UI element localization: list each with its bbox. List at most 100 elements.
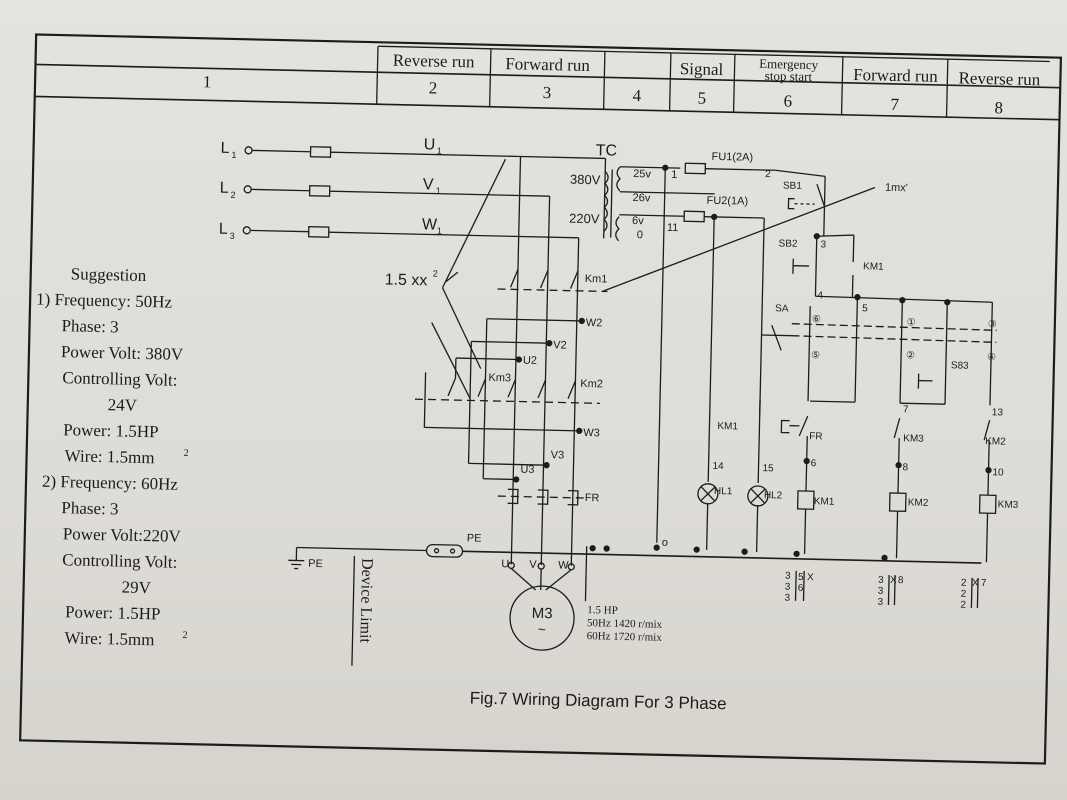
label-25v: 25v bbox=[633, 168, 652, 180]
header-emergency-line2: stop start bbox=[765, 68, 813, 84]
label-node-15: 15 bbox=[762, 463, 774, 474]
suggestion-sup-2: 2 bbox=[182, 630, 187, 641]
label-node-6: 6 bbox=[811, 458, 817, 469]
ref-b-2: 3 bbox=[878, 586, 884, 597]
label-node-10: 10 bbox=[992, 467, 1004, 478]
suggestion-block: Suggestion 1) Frequency: 50Hz Phase: 3 P… bbox=[36, 264, 189, 649]
terminal-w: W bbox=[558, 559, 569, 571]
ref-a-3: 3 bbox=[784, 593, 790, 604]
label-c4: ④ bbox=[987, 352, 996, 363]
label-coil-km3: KM3 bbox=[998, 499, 1019, 510]
label-pe-ground: PE bbox=[308, 558, 323, 570]
coil-km3 bbox=[978, 494, 997, 515]
suggestion-line-10: Power Volt:220V bbox=[63, 524, 182, 546]
label-l3-sub: 3 bbox=[230, 231, 235, 241]
label-km1-aux: KM1 bbox=[717, 421, 738, 432]
label-km1: Km1 bbox=[585, 273, 608, 286]
label-node-11: 11 bbox=[667, 222, 679, 234]
suggestion-line-9: Phase: 3 bbox=[61, 498, 119, 518]
suggestion-line-8: 2) Frequency: 60Hz bbox=[42, 472, 179, 494]
label-0: 0 bbox=[637, 229, 643, 241]
transformer-tc bbox=[603, 166, 715, 242]
ref-a2-1: 5 bbox=[798, 572, 804, 583]
figure-caption: Fig.7 Wiring Diagram For 3 Phase bbox=[470, 688, 727, 713]
coil-km2 bbox=[888, 492, 907, 512]
label-6v: 6v bbox=[632, 215, 644, 227]
suggestion-line-1: 1) Frequency: 50Hz bbox=[36, 290, 173, 312]
label-v1-sub: 1 bbox=[436, 186, 441, 196]
fuse-l3 bbox=[307, 226, 330, 238]
ref-b2: X bbox=[890, 575, 897, 586]
transformer-label: TC bbox=[595, 142, 617, 159]
label-v3: V3 bbox=[551, 449, 565, 461]
motor-power-sup: 2 bbox=[433, 269, 438, 279]
header-number-5: 5 bbox=[697, 89, 706, 108]
label-fu1: FU1(2A) bbox=[711, 151, 753, 164]
label-1mx: 1mx' bbox=[885, 182, 908, 195]
label-o: o bbox=[662, 537, 668, 549]
motor-ac-symbol: ~ bbox=[538, 621, 547, 637]
label-coil-km1: KM1 bbox=[814, 496, 835, 507]
label-node-13: 13 bbox=[992, 407, 1004, 418]
label-km3-aux: KM3 bbox=[903, 433, 924, 444]
label-l2-sub: 2 bbox=[230, 190, 235, 200]
label-fr: FR bbox=[585, 492, 600, 504]
suggestion-line-2: Phase: 3 bbox=[61, 316, 119, 336]
label-c5: ⑤ bbox=[811, 350, 820, 361]
header-forward-run-3: Forward run bbox=[505, 54, 590, 75]
ref-a3: X bbox=[807, 572, 814, 583]
label-w1-sub: 1 bbox=[437, 226, 442, 236]
ref-b-1: 3 bbox=[878, 575, 884, 586]
label-fu2: FU2(1A) bbox=[706, 195, 748, 208]
lamp-hl1 bbox=[697, 483, 719, 505]
label-node-5: 5 bbox=[862, 303, 868, 314]
label-c3: ③ bbox=[988, 319, 997, 330]
header-number-6: 6 bbox=[783, 91, 792, 110]
lamp-hl2 bbox=[747, 485, 769, 507]
label-node-8: 8 bbox=[902, 462, 908, 473]
terminal-u: U bbox=[501, 558, 509, 570]
label-w1: W bbox=[422, 216, 438, 233]
ref-a-2: 3 bbox=[785, 582, 791, 593]
label-u3: U3 bbox=[520, 464, 534, 476]
motor-label: M3 bbox=[532, 605, 553, 622]
ref-b3: 8 bbox=[898, 575, 904, 586]
label-node-4: 4 bbox=[817, 290, 823, 301]
supply-lines bbox=[242, 146, 607, 239]
header-number-3: 3 bbox=[543, 83, 552, 102]
suggestion-line-12: 29V bbox=[121, 578, 151, 598]
suggestion-line-6: Power: 1.5HP bbox=[63, 420, 159, 441]
label-l2: L bbox=[220, 180, 229, 197]
label-coil-km2: KM2 bbox=[908, 497, 929, 508]
header-number-8: 8 bbox=[994, 98, 1003, 117]
suggestion-line-4: Controlling Volt: bbox=[62, 368, 177, 390]
label-km1-top: KM1 bbox=[863, 261, 884, 272]
suggestion-line-13: Power: 1.5HP bbox=[65, 602, 161, 623]
ref-c3: 7 bbox=[981, 578, 987, 589]
motor-power-label: 1.5 xx bbox=[384, 271, 427, 289]
coil-km1 bbox=[796, 490, 815, 510]
label-v2: V2 bbox=[553, 339, 567, 351]
header-reverse-run-8: Reverse run bbox=[958, 68, 1041, 89]
label-v1: V bbox=[423, 176, 434, 193]
ref-c-2: 2 bbox=[961, 589, 967, 600]
motor-m3 bbox=[509, 585, 575, 651]
label-u1: U bbox=[424, 136, 436, 153]
label-sa: SA bbox=[775, 303, 789, 314]
power-wiring bbox=[414, 156, 608, 602]
label-l1: L bbox=[220, 140, 229, 157]
label-c6: ⑥ bbox=[812, 314, 821, 325]
header-signal: Signal bbox=[680, 59, 724, 79]
diagram-frame bbox=[19, 33, 1063, 765]
control-circuit bbox=[602, 176, 997, 608]
header-number-1: 1 bbox=[203, 72, 212, 91]
label-node-3: 3 bbox=[820, 239, 826, 250]
header-emergency-line1: Emergency bbox=[759, 56, 819, 72]
label-u1-sub: 1 bbox=[437, 146, 442, 156]
ref-a-1: 3 bbox=[785, 571, 791, 582]
label-l3: L bbox=[219, 221, 228, 238]
ref-c-3: 2 bbox=[960, 600, 966, 611]
suggestion-line-3: Power Volt: 380V bbox=[61, 342, 184, 364]
